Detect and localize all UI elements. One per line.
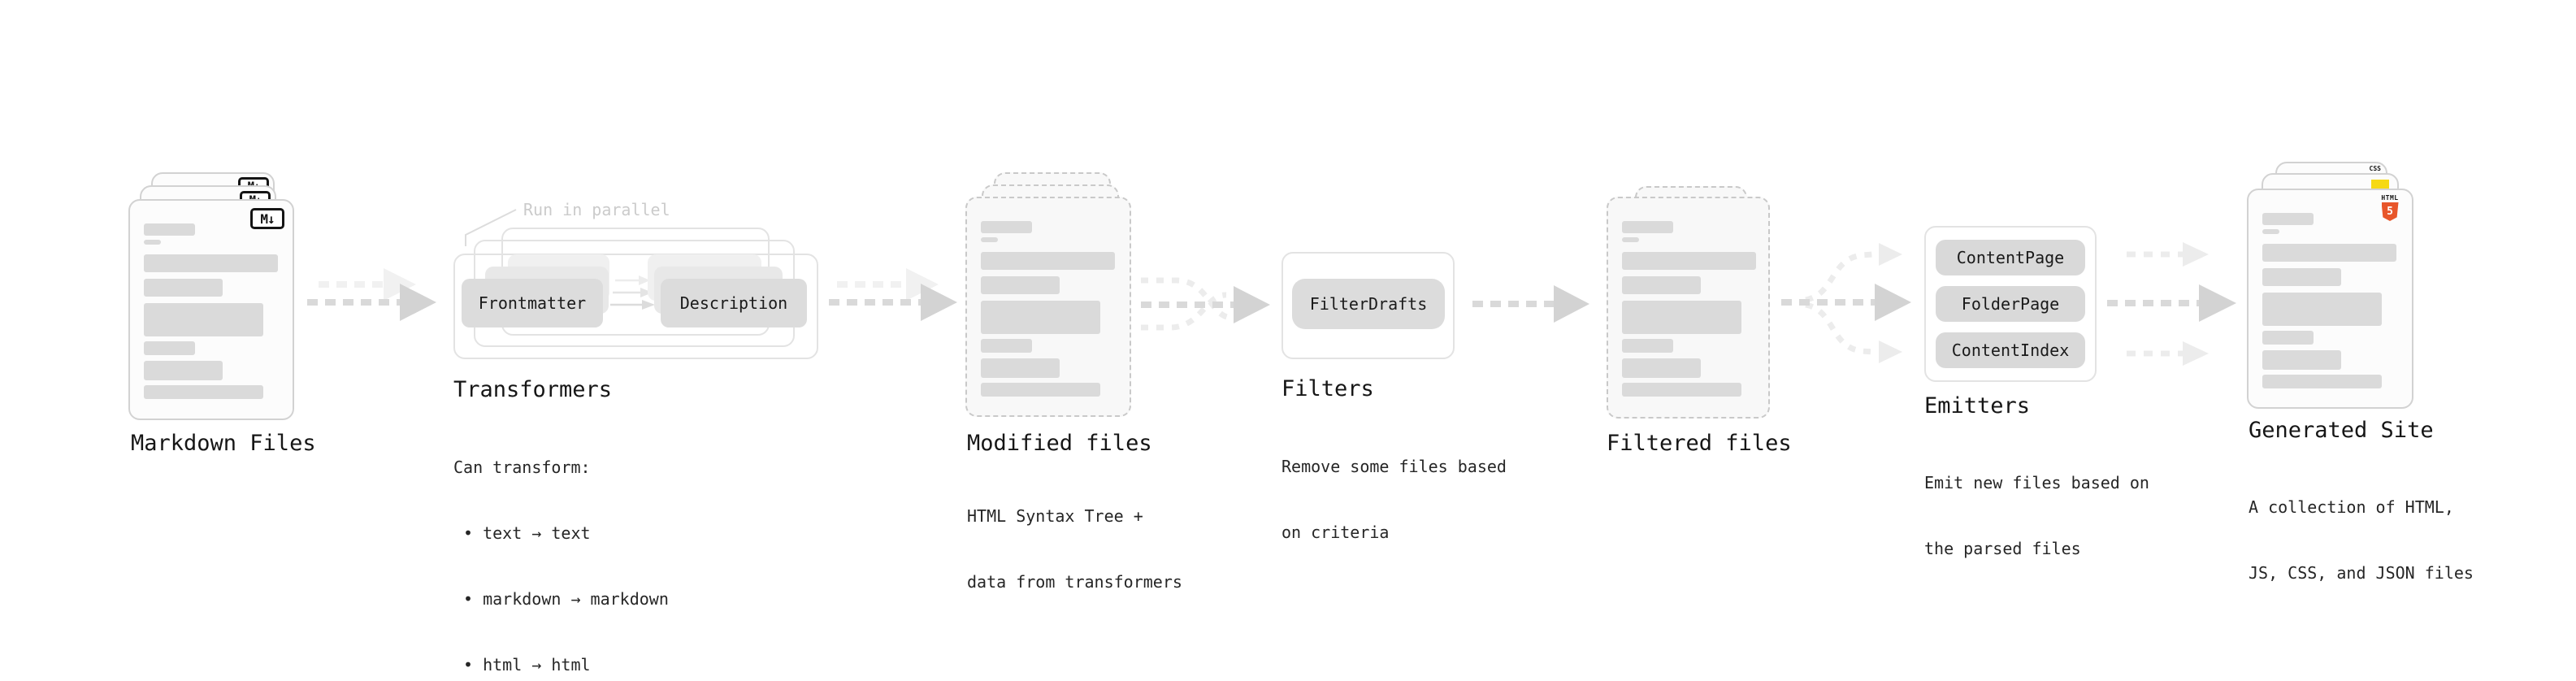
emitters-description: Emit new files based on the parsed files (1924, 473, 2149, 558)
placeholder-bar (2262, 268, 2341, 286)
arrow-transformers-to-modified (829, 268, 957, 321)
filterdrafts-box-label: FilterDrafts (1309, 294, 1428, 314)
generated-doc-front: HTML 5 (2247, 189, 2413, 409)
doc-placeholder-bars (2262, 213, 2396, 388)
transformer-step-arrows (610, 275, 655, 310)
filterdrafts-box: FilterDrafts (1292, 279, 1445, 329)
arrows-emitters-to-generated (2107, 242, 2236, 366)
doc-placeholder-bars (1622, 221, 1756, 397)
placeholder-bar (144, 341, 195, 355)
placeholder-bar (144, 385, 263, 399)
description-box-label: Description (679, 293, 788, 313)
stage-title-filtered-files: Filtered files (1607, 431, 1792, 456)
placeholder-bar (2262, 350, 2341, 370)
placeholder-bar (981, 301, 1100, 334)
stage-title-markdown-files: Markdown Files (131, 431, 316, 456)
placeholder-bar (1622, 237, 1639, 242)
placeholder-bar (1622, 358, 1701, 378)
placeholder-bar (1622, 252, 1756, 270)
arrow-markdown-to-transformers (307, 268, 436, 321)
frontmatter-box: Frontmatter (462, 279, 603, 327)
contentindex-box: ContentIndex (1936, 332, 2085, 368)
modified-files-description: HTML Syntax Tree + data from transformer… (967, 506, 1182, 592)
emitters-frame: ContentPage FolderPage ContentIndex (1924, 226, 2097, 382)
placeholder-bar (144, 254, 278, 272)
placeholder-bar (1622, 276, 1701, 294)
filters-description: Remove some files based on criteria (1281, 457, 1507, 542)
javascript-icon (2371, 180, 2389, 189)
placeholder-bar (144, 361, 223, 380)
html5-icon: HTML 5 (2379, 195, 2400, 221)
placeholder-bar (1622, 383, 1741, 397)
stage-title-generated-site: Generated Site (2249, 418, 2434, 443)
modified-doc-front (965, 197, 1131, 417)
markdown-doc-front: M↓ (128, 199, 294, 420)
markdown-icon: M↓ (250, 208, 284, 229)
transformers-description: Can transform: • text → text • markdown … (453, 458, 669, 674)
placeholder-bar (2262, 375, 2382, 388)
doc-placeholder-bars (144, 223, 278, 399)
doc-placeholder-bars (981, 221, 1115, 397)
generated-site-description: A collection of HTML, JS, CSS, and JSON … (2249, 497, 2474, 583)
placeholder-bar (144, 303, 263, 336)
placeholder-bar (144, 240, 161, 245)
frontmatter-box-label: Frontmatter (478, 293, 587, 313)
stage-title-filters: Filters (1281, 376, 1374, 401)
placeholder-bar (1622, 221, 1673, 233)
stage-title-emitters: Emitters (1924, 393, 2031, 419)
stage-title-transformers: Transformers (453, 377, 613, 402)
placeholder-bar (981, 276, 1060, 294)
transformers-frame-front (453, 254, 818, 359)
placeholder-bar (2262, 331, 2314, 345)
placeholder-bar (981, 339, 1032, 353)
placeholder-bar (981, 237, 998, 242)
arrow-filtered-to-emitters-fanout (1781, 243, 1911, 363)
arrow-modified-to-filters-merge (1141, 277, 1270, 331)
placeholder-bar (144, 223, 195, 236)
run-in-parallel-leader-line (465, 209, 517, 246)
placeholder-bar (981, 252, 1115, 270)
placeholder-bar (2262, 213, 2314, 225)
placeholder-bar (2262, 229, 2279, 234)
description-box: Description (661, 279, 807, 327)
stage-title-modified-files: Modified files (967, 431, 1152, 456)
run-in-parallel-callout: Run in parallel (523, 200, 670, 219)
placeholder-bar (981, 358, 1060, 378)
placeholder-bar (144, 279, 223, 297)
placeholder-bar (1622, 339, 1673, 353)
placeholder-bar (1622, 301, 1741, 334)
arrow-filters-to-filtered (1472, 285, 1589, 323)
contentpage-box: ContentPage (1936, 240, 2085, 275)
folderpage-box: FolderPage (1936, 286, 2085, 322)
placeholder-bar (2262, 293, 2382, 326)
filtered-doc-front (1607, 197, 1770, 419)
placeholder-bar (981, 383, 1100, 397)
placeholder-bar (981, 221, 1032, 233)
placeholder-bar (2262, 244, 2396, 262)
